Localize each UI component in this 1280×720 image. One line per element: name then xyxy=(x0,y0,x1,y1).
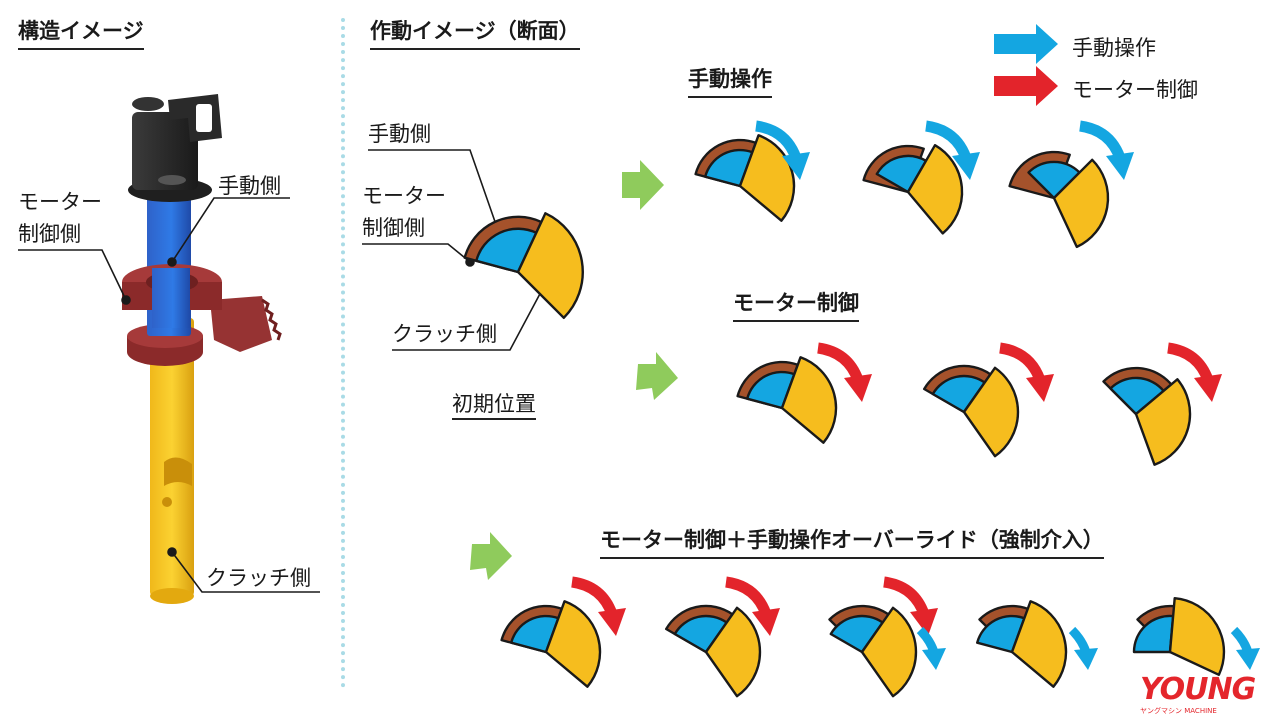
rotate-arrow-override-2 xyxy=(725,576,780,636)
legend-motor-label: モーター制御 xyxy=(1072,78,1198,102)
motor-gear-sector xyxy=(210,296,272,352)
clutch-hole xyxy=(162,497,172,507)
initial-clutch-label: クラッチ側 xyxy=(392,322,497,346)
structure-manual-label: 手動側 xyxy=(218,174,281,198)
manual-segment xyxy=(976,614,1026,654)
rotate-arrow-override-1 xyxy=(571,576,626,636)
clutch-segment xyxy=(1134,378,1192,466)
section-override-2 xyxy=(665,604,762,698)
push-arrow-override-4 xyxy=(1068,626,1098,670)
clutch-shaft xyxy=(150,318,194,596)
manual-segment xyxy=(746,370,796,410)
rotate-arrow-override-3 xyxy=(883,576,938,636)
flow-arrow-motor xyxy=(636,352,678,400)
manual-segment xyxy=(475,227,538,274)
flow-arrow-manual xyxy=(622,160,664,210)
structure-leaders xyxy=(18,197,320,593)
clutch-segment xyxy=(780,356,838,444)
manual-segment xyxy=(1027,160,1081,200)
section-override-3 xyxy=(828,604,918,698)
rotate-arrow-motor-1 xyxy=(817,342,872,402)
clutch-notch xyxy=(164,457,192,486)
clutch-segment xyxy=(860,606,918,698)
clutch-shaft-bottom xyxy=(150,588,194,604)
section-override-4 xyxy=(976,600,1068,688)
leader-clutch xyxy=(171,551,320,593)
leader-initial-manual xyxy=(368,149,501,237)
structure-clutch-label: クラッチ側 xyxy=(206,566,311,590)
manual-segment xyxy=(673,614,728,654)
section-initial xyxy=(463,212,584,319)
motor-heading: モーター制御 xyxy=(733,287,859,322)
manual-segment xyxy=(510,614,560,654)
legend-manual-label: 手動操作 xyxy=(1072,36,1156,60)
manual-segment xyxy=(829,614,884,654)
initial-position-caption: 初期位置 xyxy=(452,390,536,420)
override-heading: モーター制御＋手動操作オーバーライド（強制介入） xyxy=(600,524,1104,559)
manual-heading: 手動操作 xyxy=(688,63,772,98)
structure-motor-label-2: 制御側 xyxy=(18,222,81,246)
clutch-segment xyxy=(1168,597,1226,676)
section-override-1 xyxy=(500,600,602,688)
motor-gear-teeth xyxy=(261,298,282,341)
flow-arrow-override xyxy=(470,532,512,580)
clutch-segment xyxy=(544,600,602,688)
manual-segment xyxy=(875,154,928,194)
clutch-segment xyxy=(516,212,584,319)
rotate-arrow-motor-3 xyxy=(1167,342,1222,402)
rotation-arrows xyxy=(571,120,1260,670)
legend-manual-arrow xyxy=(994,24,1058,64)
manual-shaft-through xyxy=(152,268,190,328)
watermark-sub: ヤングマシン MACHINE xyxy=(1140,707,1217,715)
clutch-segment xyxy=(738,134,796,222)
knob-body xyxy=(132,112,198,190)
shaft-illustration xyxy=(122,94,282,604)
leader-clutch-dot xyxy=(167,547,177,557)
leader-motor-dot xyxy=(121,295,131,305)
knob-handle-hole xyxy=(196,104,212,132)
rotate-arrow-motor-2 xyxy=(999,342,1054,402)
manual-segment xyxy=(931,374,986,414)
manual-segment xyxy=(704,148,754,188)
clutch-segment xyxy=(1010,600,1068,688)
rotate-arrow-manual-2 xyxy=(925,120,980,180)
push-arrow-override-5 xyxy=(1230,626,1260,670)
initial-motor-label-2: 制御側 xyxy=(362,216,425,240)
section-override-5 xyxy=(1132,597,1226,676)
leader-manual xyxy=(171,197,290,263)
push-arrow-override-3 xyxy=(916,626,946,670)
knob-button xyxy=(158,175,186,185)
section-motor-2 xyxy=(923,364,1020,458)
section-divider xyxy=(341,18,345,688)
manual-segment xyxy=(1132,614,1175,654)
section-manual-2 xyxy=(862,144,964,235)
leader-motor xyxy=(18,249,127,301)
rotate-arrow-manual-3 xyxy=(1079,120,1134,180)
section-motor-3 xyxy=(1102,366,1192,466)
structure-heading: 構造イメージ xyxy=(18,15,144,50)
legend-motor-arrow xyxy=(994,66,1058,106)
knob-cap xyxy=(132,97,164,111)
manual-segment xyxy=(1109,376,1165,416)
clutch-segment xyxy=(1052,158,1110,249)
leader-initial-clutch xyxy=(392,289,543,351)
cross-section-diagrams xyxy=(463,134,1226,698)
leader-initial-motor xyxy=(362,243,471,263)
section-manual-3 xyxy=(1008,150,1110,249)
clutch-segment xyxy=(704,606,762,698)
leader-manual-dot xyxy=(167,257,177,267)
clutch-segment xyxy=(906,144,964,235)
rotate-arrow-manual-1 xyxy=(755,120,810,180)
watermark-brand: YOUNG xyxy=(1140,672,1256,707)
structure-motor-label-1: モーター xyxy=(18,190,102,214)
initial-motor-label-1: モーター xyxy=(362,184,446,208)
section-manual-1 xyxy=(694,134,796,222)
clutch-segment xyxy=(962,366,1020,458)
section-motor-1 xyxy=(736,356,838,444)
initial-manual-label: 手動側 xyxy=(368,122,431,146)
operation-heading: 作動イメージ（断面） xyxy=(370,15,580,50)
